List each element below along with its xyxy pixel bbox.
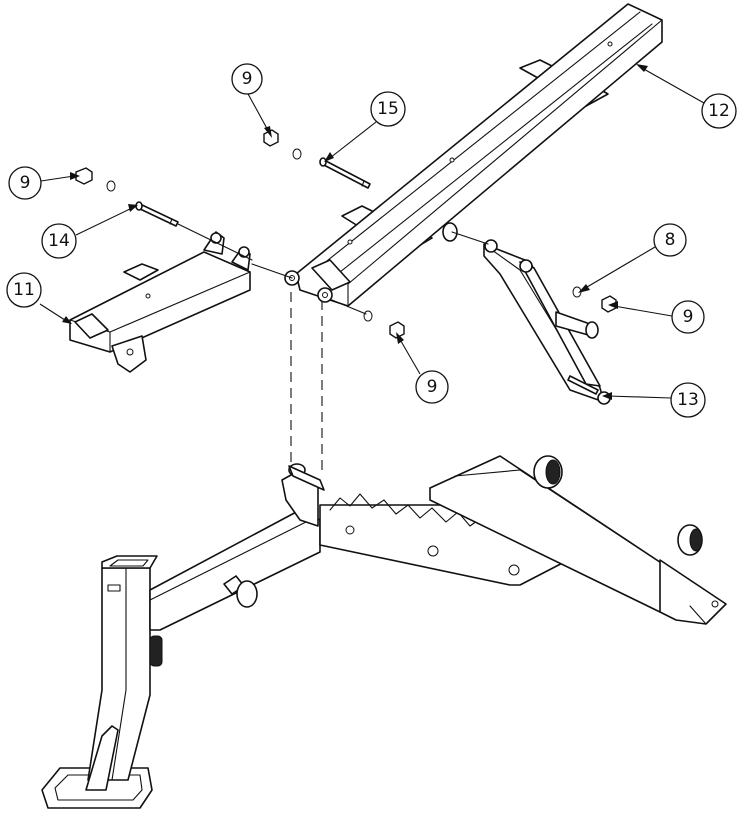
callout-8: 8 [653, 223, 687, 257]
callout-9-top: 9 [231, 63, 263, 95]
hardware [75, 129, 405, 339]
callout-9-right: 9 [671, 300, 705, 334]
svg-text:11: 11 [13, 280, 35, 300]
svg-text:13: 13 [677, 390, 699, 410]
svg-text:8: 8 [665, 230, 676, 250]
callout-12: 12 [701, 93, 737, 129]
base-frame [41, 455, 727, 809]
part-14-pin [135, 201, 253, 261]
part-13-linkage [451, 231, 617, 405]
part-12-main-tube [284, 3, 663, 307]
part-11-seat-frame [69, 231, 251, 373]
alignment-lines [290, 292, 323, 476]
svg-text:9: 9 [683, 307, 694, 327]
svg-text:14: 14 [48, 231, 70, 251]
svg-text:9: 9 [242, 69, 253, 89]
callout-11: 11 [6, 272, 42, 308]
svg-text:15: 15 [377, 99, 399, 119]
callout-13: 13 [670, 382, 706, 418]
svg-text:9: 9 [20, 173, 31, 193]
part-15-pin [319, 157, 371, 189]
callout-15: 15 [370, 91, 406, 127]
svg-text:12: 12 [708, 101, 730, 121]
svg-text:9: 9 [427, 377, 438, 397]
callout-9-left: 9 [8, 166, 42, 200]
callout-14: 14 [41, 223, 77, 259]
callout-9-center: 9 [415, 370, 449, 404]
callouts: 9 15 12 9 14 11 8 9 [6, 63, 737, 418]
